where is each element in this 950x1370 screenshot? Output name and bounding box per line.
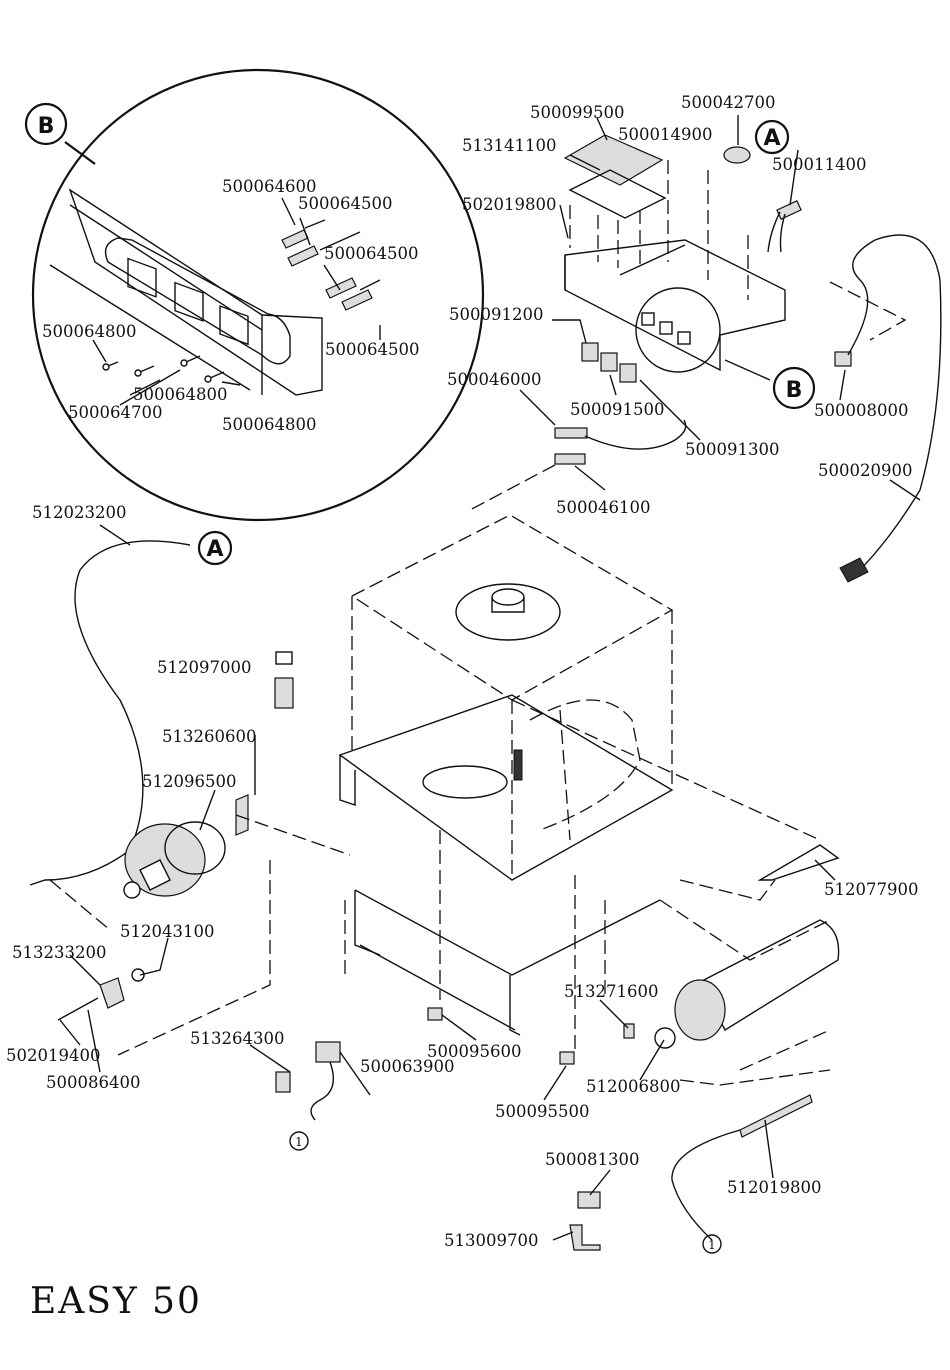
svg-text:1: 1	[708, 1238, 716, 1252]
connector-marker-left: 1	[289, 1131, 309, 1151]
label-500064500-a: 500064500	[298, 194, 392, 213]
label-500095500: 500095500	[495, 1102, 589, 1121]
pump-bracket	[235, 794, 249, 836]
svg-text:A: A	[206, 537, 223, 562]
label-500091300: 500091300	[685, 440, 779, 459]
pressure-chamber	[99, 977, 125, 1009]
label-500091200: 500091200	[449, 305, 543, 324]
label-512019800: 512019800	[727, 1178, 821, 1197]
cabinet-assembly	[338, 514, 831, 1050]
label-512096500: 512096500	[142, 772, 236, 791]
label-500091500: 500091500	[570, 400, 664, 419]
detail-screws	[102, 355, 225, 383]
pump-capacitor	[275, 651, 293, 665]
label-512006800: 512006800	[586, 1077, 680, 1096]
label-500008000: 500008000	[814, 401, 908, 420]
model-title: EASY 50	[30, 1281, 202, 1322]
heater-tank	[699, 919, 840, 1031]
callout-a-top: A	[754, 119, 790, 155]
pcb-board	[563, 134, 664, 186]
label-500064700: 500064700	[68, 403, 162, 422]
wash-arm-lower	[422, 765, 508, 799]
label-500046000: 500046000	[447, 370, 541, 389]
label-512097000: 512097000	[157, 658, 251, 677]
capacitor	[776, 200, 802, 220]
label-500042700: 500042700	[681, 93, 775, 112]
base-frame	[354, 889, 661, 1036]
svg-text:B: B	[38, 114, 55, 139]
label-502019800: 502019800	[462, 195, 556, 214]
label-500095600: 500095600	[427, 1042, 521, 1061]
label-500046100: 500046100	[556, 498, 650, 517]
hose	[29, 540, 191, 886]
label-500020900: 500020900	[818, 461, 912, 480]
callout-a-left: A	[197, 530, 233, 566]
svg-text:1: 1	[295, 1135, 303, 1149]
label-513260600: 513260600	[162, 727, 256, 746]
label-500064800-a: 500064800	[42, 322, 136, 341]
solenoid-valve	[577, 1191, 601, 1209]
label-500081300: 500081300	[545, 1150, 639, 1169]
label-513009700: 513009700	[444, 1231, 538, 1250]
svg-text:B: B	[786, 378, 803, 403]
callout-b-panel: B	[772, 366, 816, 410]
label-500064800-b: 500064800	[133, 385, 227, 404]
label-500063900: 500063900	[360, 1057, 454, 1076]
rack-gasket	[757, 844, 840, 881]
switch-1	[581, 342, 599, 362]
terminal-block	[834, 351, 852, 367]
label-513271600: 513271600	[564, 982, 658, 1001]
power-plug	[839, 557, 869, 583]
label-500011400: 500011400	[772, 155, 866, 174]
callout-b-detail: B	[24, 102, 68, 146]
label-500014900: 500014900	[618, 125, 712, 144]
label-512043100: 512043100	[120, 922, 214, 941]
electrical-box-assembly	[469, 115, 942, 583]
pump-and-heater	[29, 524, 840, 1251]
detail-indicator-parts	[281, 219, 381, 311]
thermostat	[315, 1041, 341, 1063]
switch-3	[619, 363, 637, 383]
label-500086400: 500086400	[46, 1073, 140, 1092]
label-513264300: 513264300	[190, 1029, 284, 1048]
pcb-plate	[568, 169, 667, 219]
label-513141100: 513141100	[462, 136, 556, 155]
heating-element	[739, 1094, 813, 1138]
label-500064500-b: 500064500	[324, 244, 418, 263]
sensor-holder	[554, 453, 586, 465]
label-502019400: 502019400	[6, 1046, 100, 1065]
power-cord	[847, 234, 942, 576]
cabinet-base	[338, 694, 674, 881]
pressure-switch	[723, 146, 751, 164]
label-500099500: 500099500	[530, 103, 624, 122]
connector-marker-right: 1	[702, 1234, 722, 1254]
label-500064500-c: 500064500	[325, 340, 419, 359]
switch-2	[600, 352, 618, 372]
label-512023200: 512023200	[32, 503, 126, 522]
label-500064600: 500064600	[222, 177, 316, 196]
detail-view-b	[31, 68, 485, 522]
detail-circle	[31, 68, 485, 522]
panel-detail-ring	[635, 287, 721, 373]
label-513233200: 513233200	[12, 943, 106, 962]
level-sensor	[554, 427, 588, 439]
svg-text:A: A	[763, 126, 780, 151]
label-512077900: 512077900	[824, 880, 918, 899]
detail-bezel	[104, 237, 291, 365]
label-500064800-c: 500064800	[222, 415, 316, 434]
